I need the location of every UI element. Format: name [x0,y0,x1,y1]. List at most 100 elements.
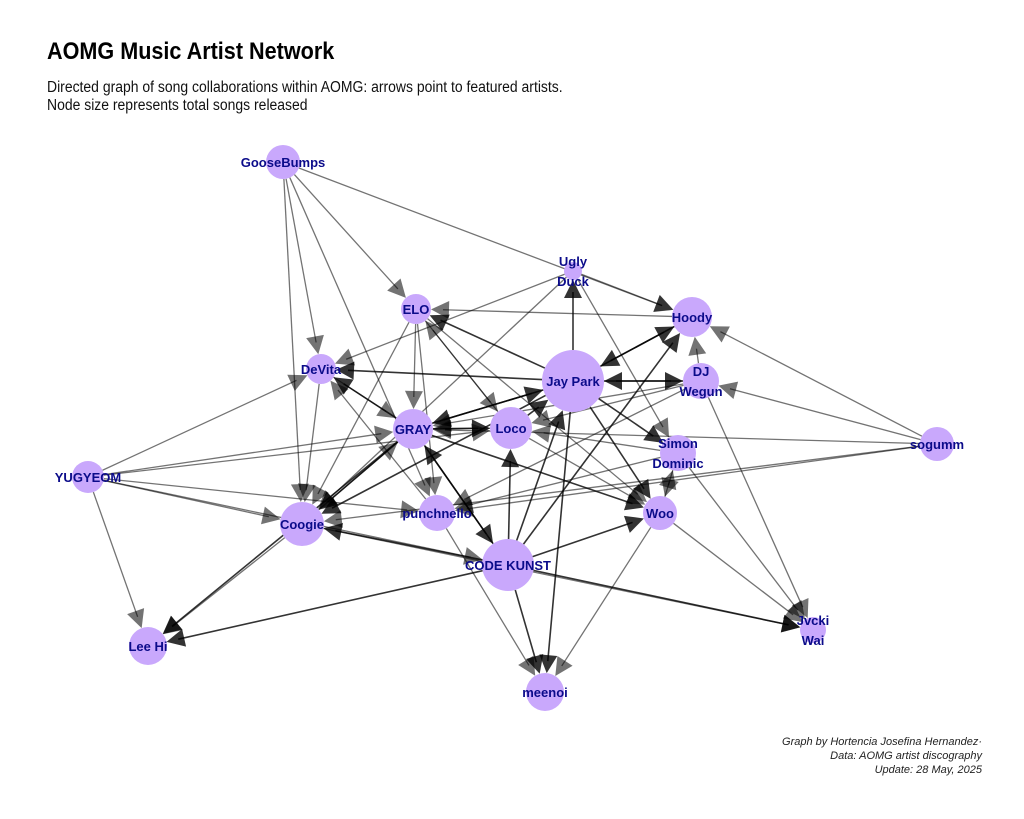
node-circle[interactable] [306,354,336,384]
edge [416,323,443,496]
node-label: GooseBumps [241,155,326,170]
node-circle[interactable] [683,363,719,399]
node-circle[interactable] [129,627,167,665]
arrowhead-icon [633,478,651,499]
node[interactable]: GooseBumps [241,145,326,179]
edge [330,380,427,500]
node-circle[interactable] [401,294,431,324]
edge-line [171,537,286,628]
edge-line [293,174,399,290]
arrowhead-icon [430,300,450,319]
arrowhead-icon [652,417,670,438]
edge [522,333,681,545]
node[interactable]: sogumm [910,427,964,461]
node[interactable]: CODE KUNST [465,539,551,591]
edge-line [92,491,139,618]
node-circle[interactable] [526,673,564,711]
arrowhead-icon [330,380,349,401]
node-circle[interactable] [266,145,300,179]
arrowhead-icon [404,390,423,410]
node[interactable]: punchnello [402,495,472,531]
caption-update: Update: 28 May, 2025 [874,764,982,776]
edge-line [445,528,530,666]
node-label: Hoody [672,310,713,325]
arrowhead-icon [162,615,183,635]
node-circle[interactable] [280,502,324,546]
edge [425,320,499,412]
edge-line [326,276,567,502]
node-label: YUGYEOM [55,470,121,485]
node-label: meenoi [522,685,568,700]
node[interactable]: Coogie [280,502,324,546]
node[interactable]: Hoody [672,297,713,337]
subtitle-line-2: Node size represents total songs release… [47,97,308,114]
node-circle[interactable] [800,617,826,643]
node[interactable]: YUGYEOM [55,461,121,493]
edge [92,491,145,629]
node-circle[interactable] [482,539,534,591]
edge [604,372,683,390]
edge [445,528,536,676]
edge [501,448,520,540]
arrowhead-icon [661,476,679,497]
node-circle[interactable] [564,262,582,280]
edge [589,406,651,499]
edge-line [283,178,301,491]
edge [564,280,582,350]
node-circle[interactable] [920,427,954,461]
node-circle[interactable] [672,297,712,337]
edge [555,526,652,677]
node-circle[interactable] [643,496,677,530]
edge [429,314,546,369]
edge-line [323,527,789,626]
edge-line [532,521,633,558]
edge [527,399,549,418]
node-circle[interactable] [542,350,604,412]
node[interactable]: Lee Hi [128,627,168,665]
node[interactable]: Loco [490,407,532,449]
arrowhead-icon [518,655,536,676]
edge [661,470,679,497]
arrowhead-icon [623,515,644,533]
node-label: Lee Hi [128,639,167,654]
node-circle[interactable] [72,461,104,493]
edge-line [317,321,410,495]
edge-line [465,456,661,507]
node[interactable]: Jay Park [542,350,604,412]
edge-line [178,569,483,640]
node[interactable]: Woo [643,496,677,530]
node-circle[interactable] [660,435,696,471]
edge-line [589,406,645,490]
node[interactable]: ELO [401,294,431,324]
node[interactable]: GRAY [393,409,433,449]
edge-line [430,454,494,545]
edge [335,361,543,381]
node-label: Ugly [559,254,588,269]
edge-line [432,329,499,412]
edge-line [337,389,427,500]
node-circle[interactable] [393,409,433,449]
node-label: Simon [658,436,698,451]
node[interactable]: meenoi [522,673,568,711]
node-circle[interactable] [419,495,455,531]
edge [532,515,644,558]
arrowhead-icon [718,381,739,399]
arrowhead-icon [709,326,730,343]
node[interactable]: DeVita [301,354,342,384]
edge [581,273,674,312]
node-circle[interactable] [490,407,532,449]
edge [515,410,566,541]
edge-line [507,460,512,540]
edge-line [431,392,533,425]
edge-line [345,273,565,360]
node-label: Jay Park [546,374,600,389]
arrowhead-icon [600,349,621,367]
edge-line [440,319,546,369]
arrowhead-icon [548,410,566,431]
